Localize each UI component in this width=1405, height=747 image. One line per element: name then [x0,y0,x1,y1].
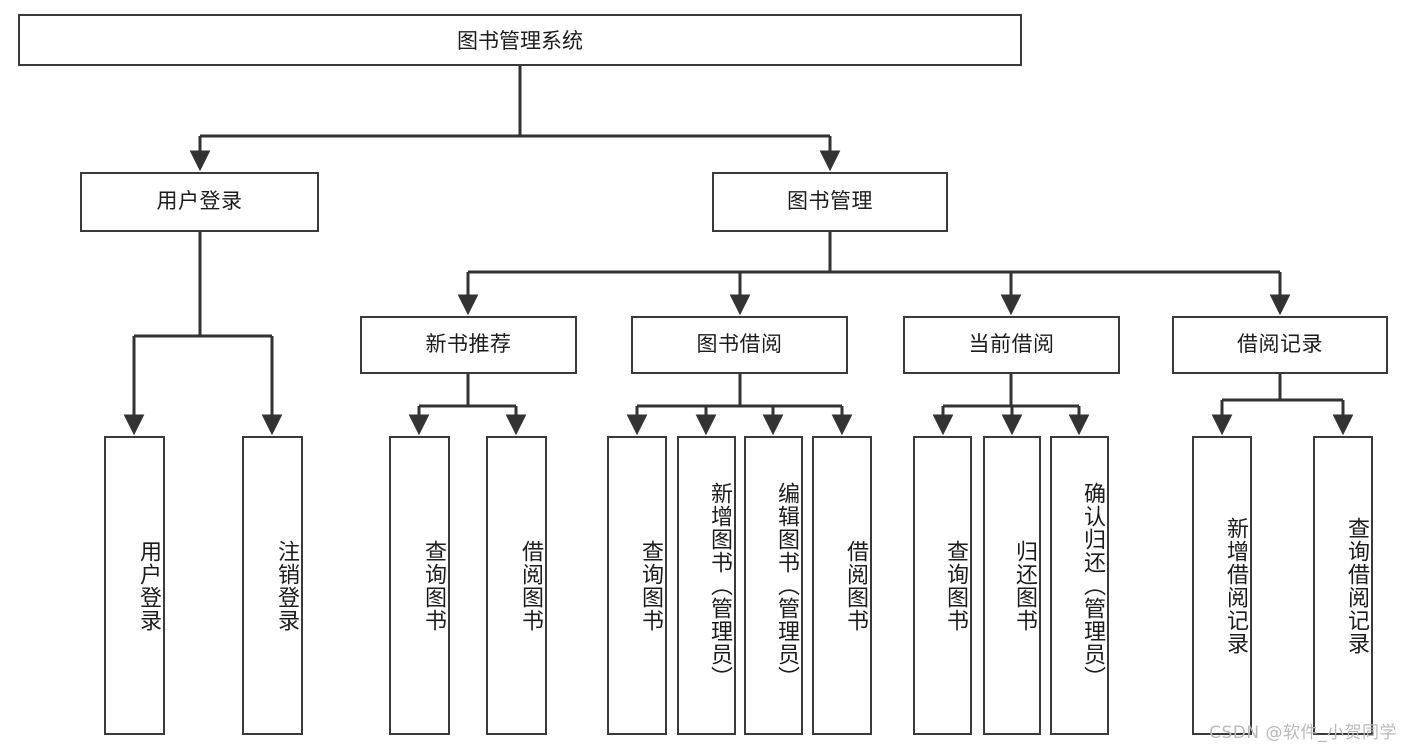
leaf-borrow-book-2-label: 借阅图书 [843,539,868,632]
watermark: CSDN @软件_小贺同学 [1209,723,1397,743]
leaf-query-record-label: 查询借阅记录 [1344,516,1369,655]
leaf-edit-book[interactable]: 编辑图书（管理员） [744,436,803,735]
node-current-borrow-label: 当前借阅 [968,332,1055,357]
node-book-borrow[interactable]: 图书借阅 [631,316,848,374]
node-user-login-label: 用户登录 [156,189,243,214]
node-user-login[interactable]: 用户登录 [80,172,319,232]
leaf-add-book-label: 新增图书（管理员） [707,482,732,689]
leaf-user-logout[interactable]: 注销登录 [242,436,303,735]
node-new-book-rec-label: 新书推荐 [425,332,512,357]
leaf-query-record[interactable]: 查询借阅记录 [1313,436,1373,735]
leaf-query-book-3[interactable]: 查询图书 [913,436,972,735]
leaf-add-record[interactable]: 新增借阅记录 [1192,436,1252,735]
leaf-borrow-book-2[interactable]: 借阅图书 [812,436,872,735]
leaf-query-book-3-label: 查询图书 [943,539,968,632]
leaf-user-login[interactable]: 用户登录 [104,436,165,735]
node-book-manage[interactable]: 图书管理 [712,172,948,232]
leaf-edit-book-label: 编辑图书（管理员） [774,482,799,689]
leaf-borrow-book-1[interactable]: 借阅图书 [486,436,547,735]
leaf-confirm-return[interactable]: 确认归还（管理员） [1050,436,1109,735]
leaf-query-book-1-label: 查询图书 [421,539,446,632]
node-book-manage-label: 图书管理 [787,189,873,214]
leaf-return-book-label: 归还图书 [1012,539,1037,632]
leaf-borrow-book-1-label: 借阅图书 [518,539,543,632]
node-root-label: 图书管理系统 [457,29,583,53]
node-borrow-record-label: 借阅记录 [1237,332,1323,357]
leaf-add-record-label: 新增借阅记录 [1223,516,1248,655]
node-new-book-rec[interactable]: 新书推荐 [360,316,577,374]
leaf-user-login-label: 用户登录 [136,539,161,632]
node-root[interactable]: 图书管理系统 [18,14,1022,66]
node-current-borrow[interactable]: 当前借阅 [903,316,1120,374]
leaf-query-book-1[interactable]: 查询图书 [389,436,450,735]
leaf-return-book[interactable]: 归还图书 [983,436,1041,735]
leaf-query-book-2-label: 查询图书 [638,539,663,632]
node-borrow-record[interactable]: 借阅记录 [1172,316,1388,374]
leaf-user-logout-label: 注销登录 [274,539,299,632]
leaf-confirm-return-label: 确认归还（管理员） [1080,482,1105,689]
leaf-query-book-2[interactable]: 查询图书 [607,436,667,735]
leaf-add-book[interactable]: 新增图书（管理员） [677,436,736,735]
node-book-borrow-label: 图书借阅 [696,332,783,357]
